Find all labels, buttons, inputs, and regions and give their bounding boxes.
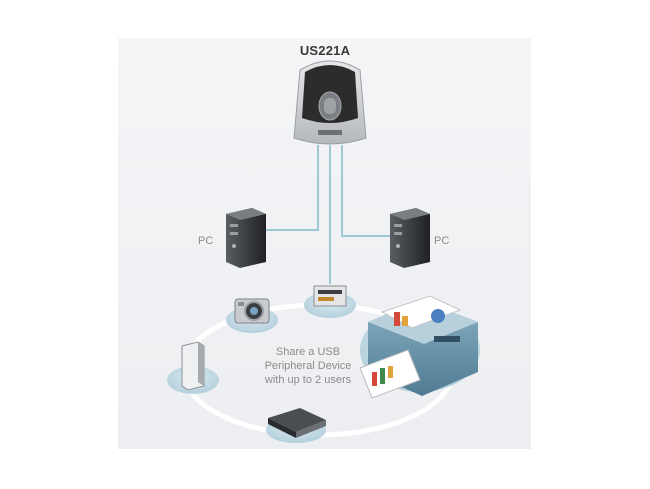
caption-text: Share a USB Peripheral Device with up to… — [246, 345, 370, 387]
caption-line-1: Share a USB — [275, 346, 341, 358]
pc-left-tower — [226, 208, 266, 268]
card-reader-device — [304, 285, 356, 318]
printer-device — [359, 295, 480, 399]
connector-lines — [262, 145, 392, 284]
external-drive-device — [167, 341, 219, 394]
scanner-device — [266, 408, 326, 443]
camera-device — [226, 298, 278, 333]
switch-device — [293, 60, 367, 145]
device-title: US221A — [299, 43, 351, 58]
pc-right-label: PC — [434, 235, 450, 247]
caption-line-2: Peripheral Device — [264, 360, 352, 372]
caption-line-3: with up to 2 users — [264, 374, 352, 386]
pc-left-label: PC — [198, 235, 214, 247]
pc-right-tower — [390, 208, 430, 268]
